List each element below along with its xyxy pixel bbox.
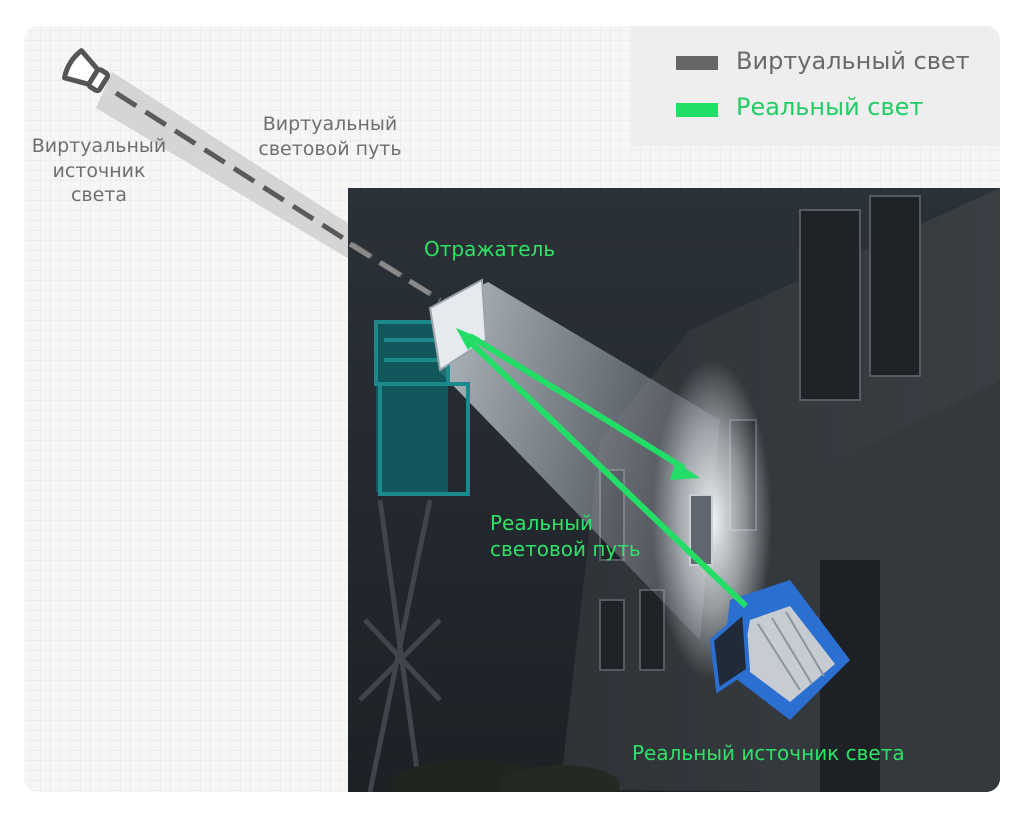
legend-swatch-virtual xyxy=(676,56,718,70)
virtual-path-label-line-1: Виртуальный xyxy=(262,113,398,135)
virtual-source-label: Виртуальный источник света xyxy=(24,134,174,208)
real-path-line-incoming xyxy=(463,335,749,609)
legend-label-real: Реальный свет xyxy=(736,93,924,121)
virtual-path-label-line-2: световой путь xyxy=(258,137,402,160)
virtual-path-line-inside xyxy=(348,241,442,303)
real-path-line-outgoing xyxy=(468,333,686,471)
virtual-path-label: Виртуальный световой путь xyxy=(240,112,420,161)
virtual-source-label-line-1: Виртуальный xyxy=(31,135,167,157)
legend-swatch-real xyxy=(676,103,718,117)
real-source-label: Реальный источник света xyxy=(632,741,905,765)
real-light-fixture xyxy=(709,580,850,720)
legend-panel xyxy=(630,26,1000,146)
spotlight-outline-icon xyxy=(61,48,111,94)
real-path-arrowhead-wall xyxy=(670,462,700,480)
reflector-label: Отражатель xyxy=(424,237,556,261)
real-path-label-line-1: Реальный xyxy=(490,511,594,535)
real-path-label-line-2: световой путь xyxy=(490,537,641,561)
night-photo xyxy=(348,188,1000,792)
real-path-label: Реальный световой путь xyxy=(490,510,641,562)
real-path-arrowhead-reflector xyxy=(456,328,480,350)
virtual-source-label-line-2: источник xyxy=(52,159,146,182)
virtual-source-label-line-3: света xyxy=(70,184,128,207)
legend-label-virtual: Виртуальный свет xyxy=(736,47,970,75)
